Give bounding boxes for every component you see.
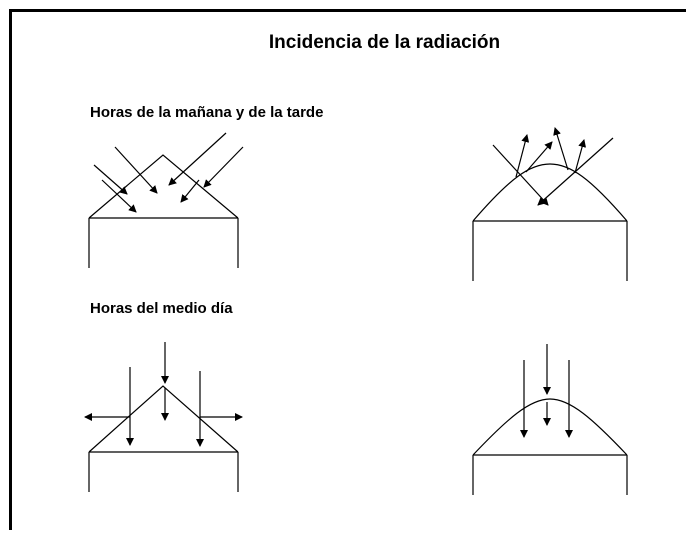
slide-title: Incidencia de la radiación xyxy=(268,32,501,53)
ray-arrow xyxy=(168,132,227,186)
incident-and-reflected-rays-curved xyxy=(492,127,614,206)
gable-roof-building-midday xyxy=(88,385,239,492)
reflected-ray-arrow xyxy=(553,127,569,171)
curved-roof-outline xyxy=(472,163,628,222)
ray-arrow xyxy=(203,146,244,188)
ray-arrow xyxy=(101,179,137,213)
slide-frame xyxy=(9,9,686,530)
incident-ray-arrow xyxy=(492,144,549,206)
section-label-midday: Horas del medio día xyxy=(90,300,233,317)
incident-rays-morning-gable xyxy=(93,132,244,213)
gable-roof-building-morning xyxy=(88,154,239,268)
section-label-morning-afternoon: Horas de la mañana y de la tarde xyxy=(90,104,324,121)
curved-roof-outline xyxy=(472,398,628,456)
ray-arrow xyxy=(180,179,200,203)
reflected-ray-arrow xyxy=(574,139,587,174)
curved-roof-building-midday xyxy=(472,398,628,495)
vertical-rays-midday-gable xyxy=(84,342,243,447)
reflected-ray-arrow xyxy=(525,141,553,173)
gable-roof-outline xyxy=(88,385,239,453)
vertical-rays-midday-curved xyxy=(520,344,573,438)
ray-arrow xyxy=(114,146,158,194)
gable-roof-outline xyxy=(88,154,239,219)
reflected-ray-arrow xyxy=(515,134,530,178)
curved-roof-building-morning xyxy=(472,163,628,281)
ray-arrow xyxy=(93,164,128,195)
